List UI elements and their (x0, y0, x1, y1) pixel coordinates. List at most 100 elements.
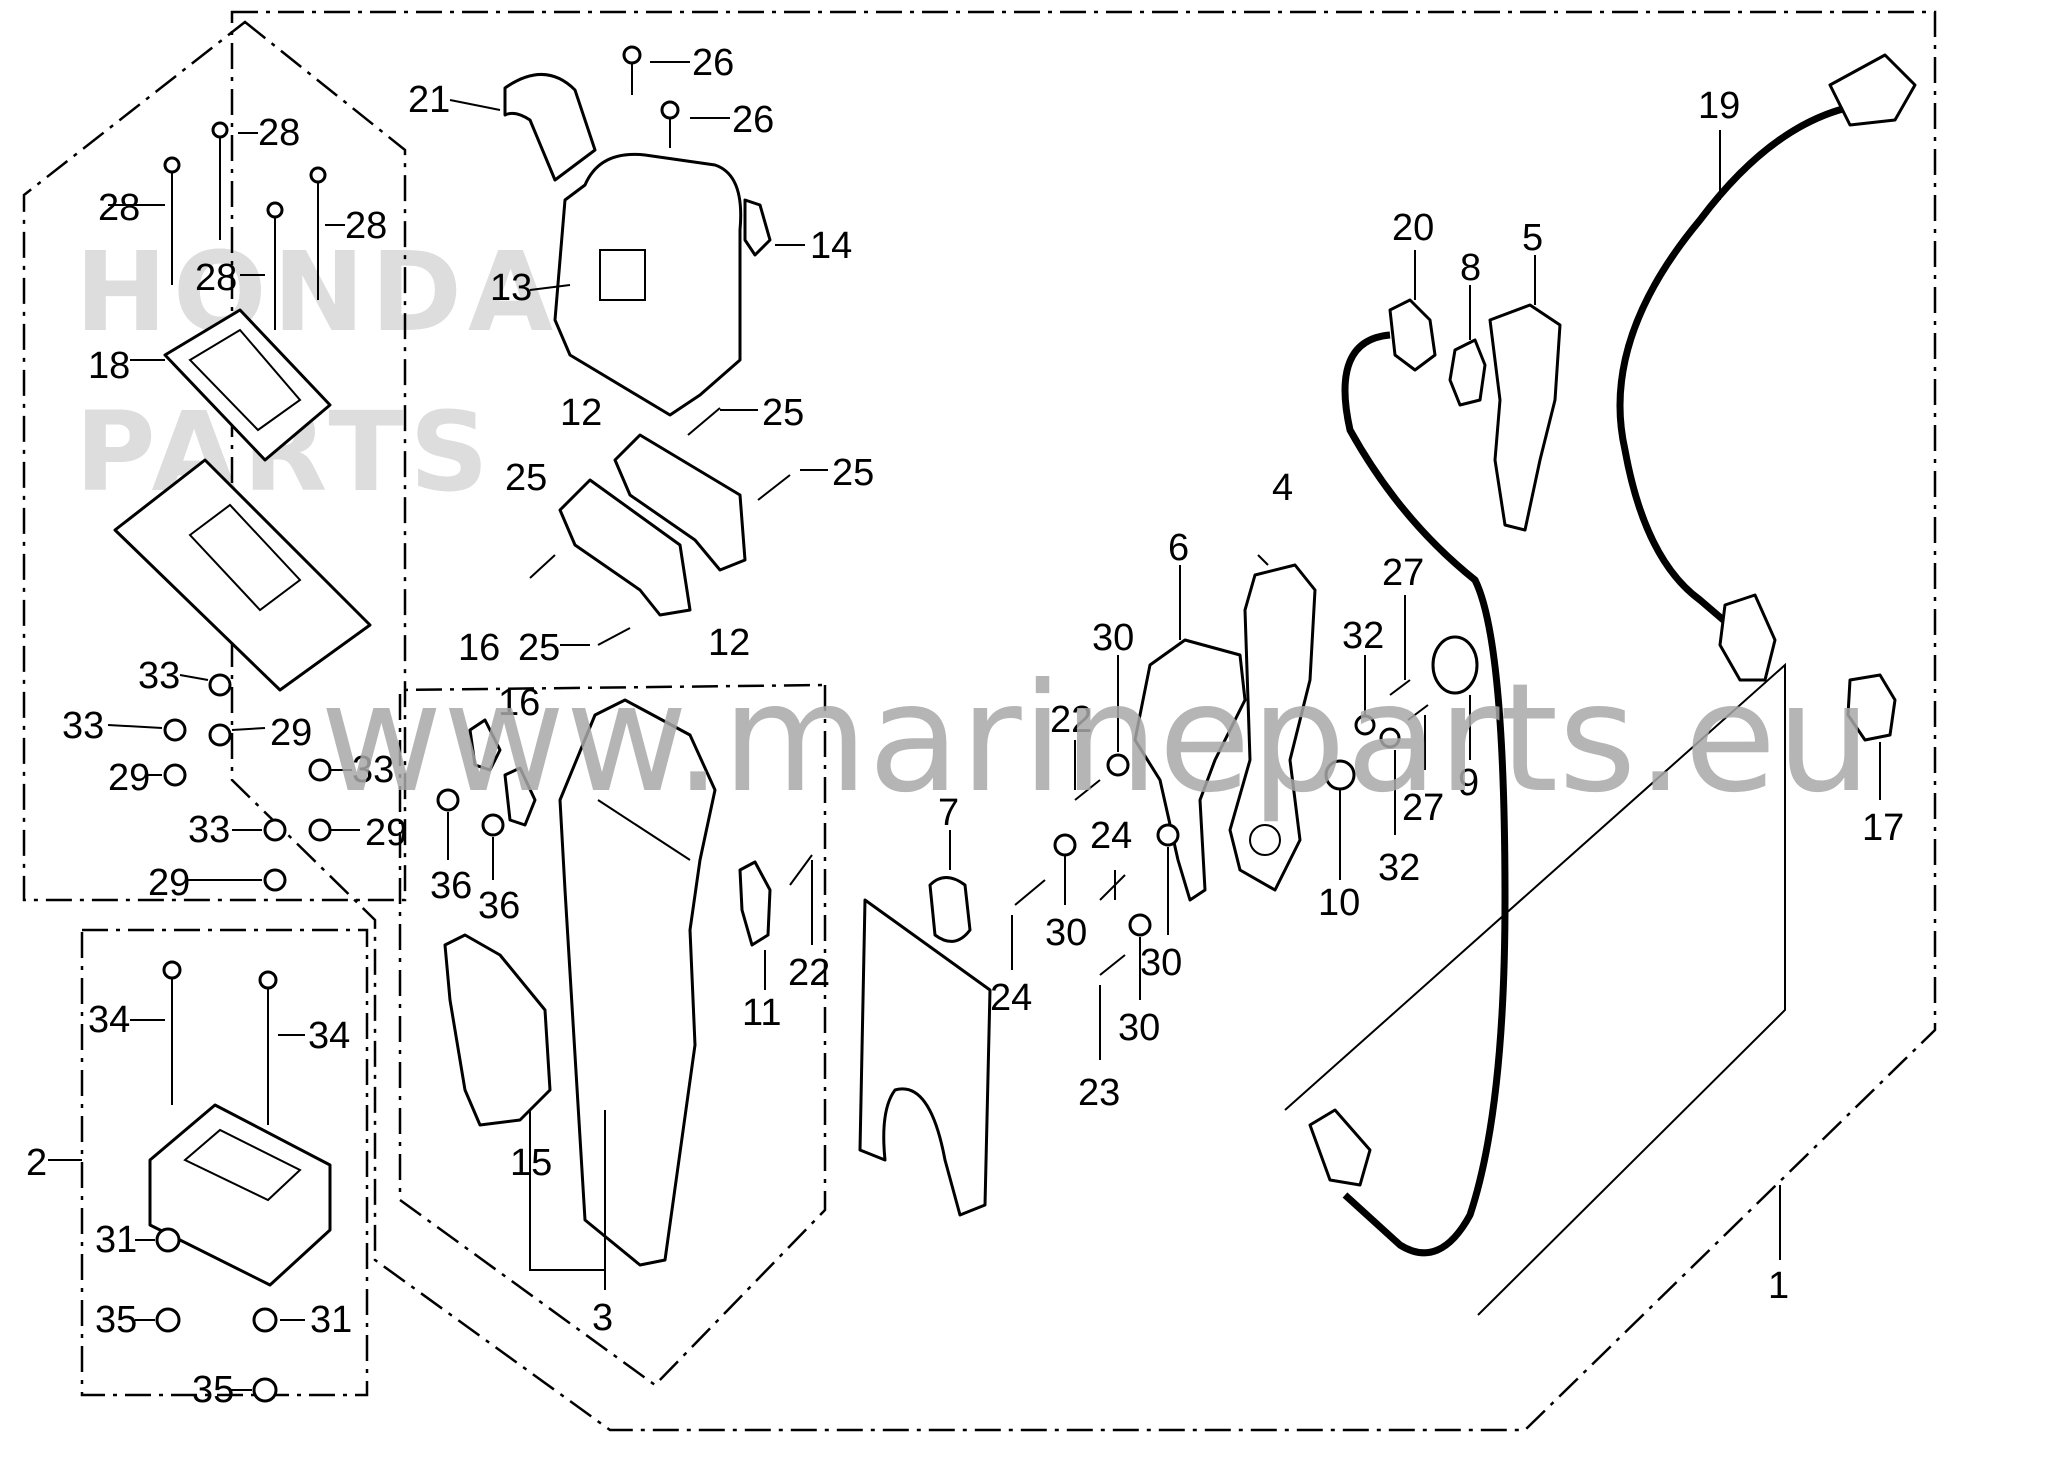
callout-29c: 29 (365, 812, 407, 854)
callout-29a: 29 (270, 712, 312, 754)
callout-33d: 33 (188, 809, 230, 851)
part-7-cap (928, 876, 972, 943)
callout-22b: 22 (788, 952, 830, 994)
callout-6: 6 (1168, 527, 1189, 569)
part-30-washer (1053, 753, 1180, 937)
part-17-grommet (1846, 673, 1897, 742)
callout-29d: 29 (148, 862, 190, 904)
callout-16a: 16 (458, 627, 500, 669)
callout-26b: 26 (732, 99, 774, 141)
part-34-bolt (162, 960, 278, 1125)
part-8-cap (1448, 338, 1487, 407)
callout-labels: 1 2 3 4 5 6 7 8 9 10 11 12 12 13 14 15 1… (26, 42, 1904, 1411)
part-27-screw-2 (1407, 704, 1429, 721)
callout-30a: 30 (1092, 617, 1134, 659)
watermark-logo-line1: HONDA (75, 228, 559, 356)
callout-32a: 32 (1342, 615, 1384, 657)
callout-9: 9 (1458, 762, 1479, 804)
callout-21: 21 (408, 79, 450, 121)
callout-36b: 36 (478, 885, 520, 927)
callout-30b: 30 (1045, 912, 1087, 954)
callout-11: 11 (742, 992, 781, 1034)
callout-5: 5 (1522, 217, 1543, 259)
callout-10: 10 (1318, 882, 1360, 924)
callout-20: 20 (1392, 207, 1434, 249)
callout-12a: 12 (560, 392, 602, 434)
part-3-control-box (558, 698, 717, 1267)
callout-32b: 32 (1378, 847, 1420, 889)
frame-subassembly-upper (22, 20, 407, 902)
callout-25c: 25 (505, 457, 547, 499)
part-5-holder (1488, 303, 1562, 532)
part-19-connector-top (1828, 53, 1917, 127)
callout-27b: 27 (1402, 787, 1444, 829)
part-32-nut (1354, 714, 1376, 736)
part-13-window (599, 249, 646, 301)
part-21-cover-strip (503, 73, 597, 182)
part-14-clip (743, 198, 772, 257)
part-27-screw (1389, 679, 1411, 696)
callout-16b: 16 (498, 682, 540, 724)
callout-35b: 35 (192, 1369, 234, 1411)
callout-36a: 36 (430, 865, 472, 907)
part-36-washer-2 (481, 813, 505, 837)
part-31-35-nuts (155, 1227, 278, 1403)
part-6-switch (1133, 638, 1247, 902)
callout-4: 4 (1272, 467, 1293, 509)
part-12-bracket-right (613, 433, 747, 572)
part-11-clip (738, 860, 772, 947)
part-18-gasket (163, 308, 332, 462)
callout-18: 18 (88, 345, 130, 387)
callout-29b: 29 (108, 757, 150, 799)
callout-28b: 28 (258, 112, 300, 154)
part-nut-set (163, 673, 332, 892)
part-12-bracket-left (558, 478, 692, 617)
part-20-connector (1388, 298, 1437, 372)
part-1-harness-wire (1341, 331, 1509, 1257)
part-13-housing-cover (553, 152, 743, 417)
callout-28a: 28 (98, 187, 140, 229)
part-25-screw (529, 407, 791, 646)
callout-28c: 28 (195, 257, 237, 299)
callout-23: 23 (1078, 1072, 1120, 1114)
callout-33b: 33 (62, 705, 104, 747)
callout-31a: 31 (95, 1219, 137, 1261)
callout-12b: 12 (708, 622, 750, 664)
callout-15: 15 (510, 1142, 552, 1184)
callout-30c: 30 (1140, 942, 1182, 984)
callout-35a: 35 (95, 1299, 137, 1341)
callout-27a: 27 (1382, 552, 1424, 594)
callout-34b: 34 (308, 1015, 350, 1057)
part-10-bushing (1324, 759, 1356, 791)
callout-24b: 24 (990, 977, 1032, 1019)
callout-33c: 33 (352, 749, 394, 791)
callout-25d: 25 (518, 627, 560, 669)
part-22-screw (789, 854, 813, 886)
callout-1: 1 (1768, 1265, 1789, 1307)
callout-25b: 25 (832, 452, 874, 494)
part-16-clip-2 (503, 766, 537, 827)
callout-17: 17 (1862, 807, 1904, 849)
part-36-washer (436, 788, 460, 812)
callout-13: 13 (490, 267, 532, 309)
callout-33a: 33 (138, 655, 180, 697)
part-1-harness-connector (1308, 1108, 1372, 1187)
part-flat-plate (858, 898, 992, 1217)
part-32-nut-2 (1379, 727, 1401, 749)
callout-24a: 24 (1090, 815, 1132, 857)
part-28-bolt (163, 121, 327, 330)
callout-7: 7 (938, 792, 959, 834)
frame-assembly-1-inner (1284, 662, 1786, 1316)
part-4-lever-arm (1228, 563, 1317, 892)
frame-subassembly-2 (80, 928, 369, 1397)
callout-26a: 26 (692, 42, 734, 84)
part-15-bracket-plate (443, 933, 552, 1127)
callout-30d: 30 (1118, 1007, 1160, 1049)
callout-34a: 34 (88, 999, 130, 1041)
callout-31b: 31 (310, 1299, 352, 1341)
callout-2: 2 (26, 1142, 47, 1184)
part-16-clip (468, 718, 502, 772)
callout-25a: 25 (762, 392, 804, 434)
